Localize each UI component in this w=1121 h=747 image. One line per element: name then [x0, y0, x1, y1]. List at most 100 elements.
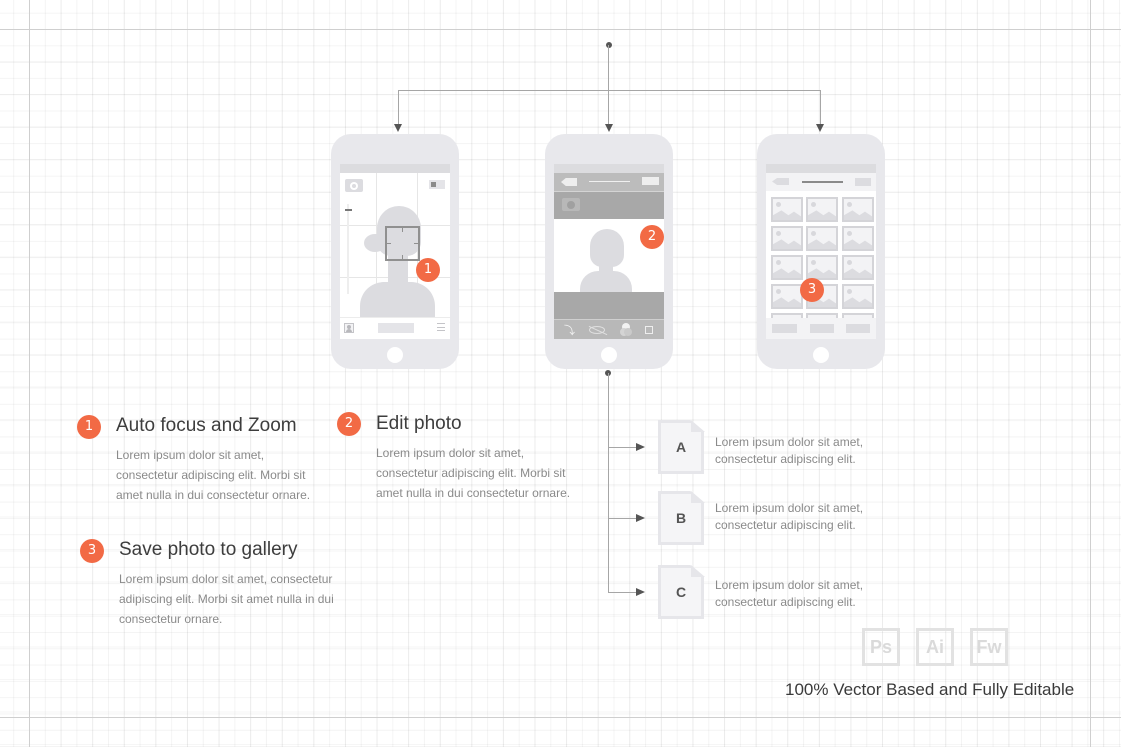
status-bar [766, 164, 876, 173]
focus-reticle[interactable] [385, 226, 420, 261]
step-number-3: 3 [80, 539, 104, 563]
option-b-text-line-1: Lorem ipsum dolor sit amet, [715, 501, 864, 515]
status-bar [554, 164, 664, 173]
arrow-to-b [636, 514, 645, 522]
arrow-to-phone-1 [394, 124, 402, 132]
zoom-slider[interactable] [347, 204, 349, 294]
guide-line-bottom [0, 717, 1121, 718]
phone-screen: ⤵ [554, 164, 664, 339]
edit-navbar [554, 173, 664, 192]
arrow-to-a [636, 443, 645, 451]
image-thumbnail-icon[interactable] [806, 255, 838, 280]
image-thumbnail-icon[interactable] [771, 255, 803, 280]
shutter-button[interactable] [378, 323, 414, 333]
step-badge-2: 2 [640, 225, 664, 249]
rotate-icon[interactable]: ⤵ [564, 325, 575, 337]
gallery-icon[interactable] [344, 323, 354, 333]
image-thumbnail-icon[interactable] [806, 226, 838, 251]
image-thumbnail-icon[interactable] [771, 284, 803, 309]
filter-icon[interactable] [620, 323, 632, 337]
connector-trunk [608, 45, 609, 125]
crop-icon[interactable] [645, 326, 653, 334]
step-body-line: consectetur ornare. [119, 612, 223, 626]
guide-line-left [29, 0, 30, 747]
back-icon[interactable] [772, 178, 789, 185]
done-button[interactable] [642, 177, 659, 185]
camera-icon[interactable] [562, 198, 580, 211]
step-body-line: amet nulla in dui consectetur ornare. [376, 486, 571, 500]
option-a-text-line-2: consectetur adipiscing elit. [715, 452, 856, 466]
image-thumbnail-icon[interactable] [842, 255, 874, 280]
home-button [813, 347, 829, 363]
connector-trunk [608, 373, 609, 592]
back-icon[interactable] [561, 178, 577, 186]
step-body-line: amet nulla in dui consectetur ornare. [116, 488, 311, 502]
connector-to-c [608, 592, 638, 593]
step-badge-3: 3 [800, 278, 824, 302]
zoom-slider-handle[interactable] [345, 209, 352, 211]
step-body-line: consectetur adipiscing elit. Morbi sit [376, 466, 566, 480]
portrait-silhouette-neck [599, 259, 613, 275]
camera-icon[interactable] [345, 179, 363, 192]
step-title-3: Save photo to gallery [119, 539, 298, 560]
photoshop-icon: Ps [862, 628, 900, 666]
step-body-line: consectetur adipiscing elit. Morbi sit [116, 468, 306, 482]
edit-toolbar: ⤵ [554, 319, 664, 339]
hide-icon[interactable] [588, 325, 608, 336]
photo-canvas [554, 219, 664, 292]
connector-right-drop [820, 90, 821, 126]
connector-to-b [608, 518, 638, 519]
phone-screen [766, 164, 876, 339]
image-thumbnail-icon[interactable] [842, 226, 874, 251]
gallery-navbar [766, 173, 876, 191]
image-thumbnail-icon[interactable] [771, 226, 803, 251]
status-bar [340, 164, 450, 173]
image-thumbnail-icon[interactable] [842, 197, 874, 222]
flash-toggle-icon[interactable] [429, 180, 445, 189]
tab-button[interactable] [810, 324, 834, 333]
arrow-to-phone-2 [605, 124, 613, 132]
image-thumbnail-icon[interactable] [842, 284, 874, 309]
option-doc-a: A [658, 420, 704, 474]
phone-edit-screen: ⤵ 2 [545, 134, 673, 369]
step-body-3: Lorem ipsum dolor sit amet, consectetur … [119, 569, 334, 629]
arrow-to-c [636, 588, 645, 596]
phone-gallery-screen: 3 [757, 134, 885, 369]
tab-button[interactable] [846, 324, 870, 333]
arrow-to-phone-3 [816, 124, 824, 132]
portrait-silhouette-body [580, 271, 632, 292]
step-body-1: Lorem ipsum dolor sit amet, consectetur … [116, 445, 310, 505]
option-b-text-line-2: consectetur adipiscing elit. [715, 518, 856, 532]
option-a-text-line-1: Lorem ipsum dolor sit amet, [715, 435, 864, 449]
illustrator-icon: Ai [916, 628, 954, 666]
fireworks-icon: Fw [970, 628, 1008, 666]
title-placeholder [802, 181, 843, 183]
image-thumbnail-icon[interactable] [771, 197, 803, 222]
step-body-line: Lorem ipsum dolor sit amet, [116, 448, 265, 462]
step-badge-1: 1 [416, 258, 440, 282]
home-button [601, 347, 617, 363]
gallery-tabbar [766, 318, 876, 339]
step-title-2: Edit photo [376, 413, 462, 434]
footer-tagline: 100% Vector Based and Fully Editable [785, 680, 1075, 699]
image-thumbnail-icon[interactable] [806, 197, 838, 222]
connector-to-a [608, 447, 638, 448]
connector-origin-dot [606, 42, 612, 48]
tab-button[interactable] [772, 324, 797, 333]
step-title-1: Auto focus and Zoom [116, 415, 297, 436]
phone-screen [340, 164, 450, 339]
portrait-silhouette-hair [364, 234, 386, 252]
portrait-silhouette-neck [388, 254, 408, 284]
step-body-line: adipiscing elit. Morbi sit amet nulla in… [119, 592, 334, 606]
select-button[interactable] [855, 178, 871, 186]
home-button [387, 347, 403, 363]
option-c-text-line-2: consectetur adipiscing elit. [715, 595, 856, 609]
connector-left-drop [398, 90, 399, 126]
title-placeholder [589, 181, 630, 182]
step-body-line: Lorem ipsum dolor sit amet, consectetur [119, 572, 333, 586]
phone-camera-screen: 1 [331, 134, 459, 369]
camera-toolbar [340, 317, 450, 339]
connector-branch [398, 90, 821, 91]
menu-icon[interactable] [437, 323, 445, 331]
